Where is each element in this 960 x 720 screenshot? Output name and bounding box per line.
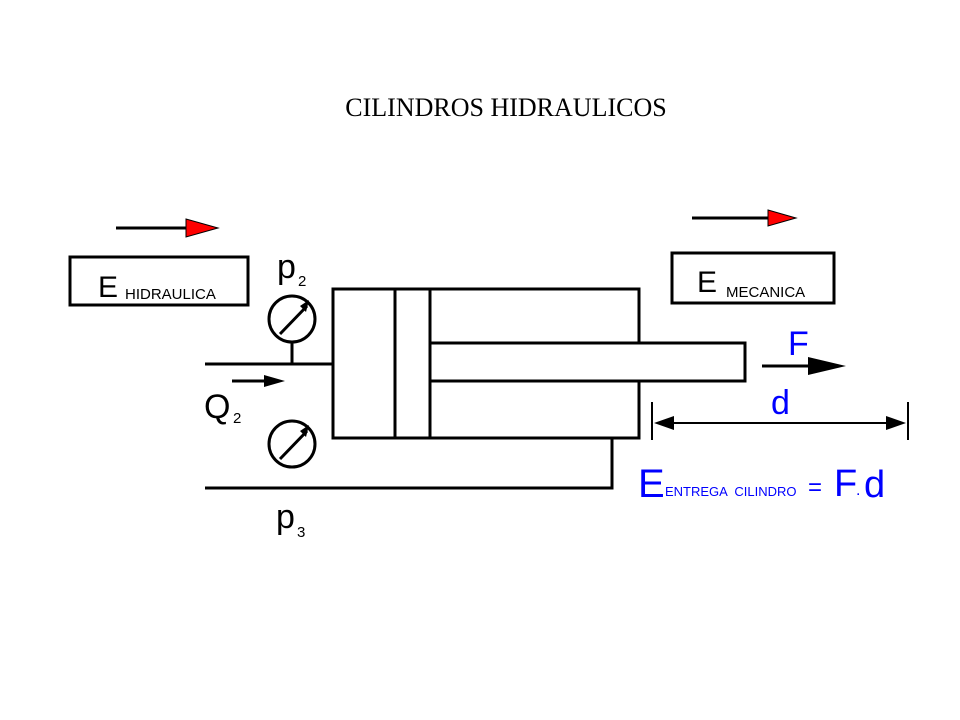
flow-q2-label: Q 2 xyxy=(204,388,241,427)
equation-equals: = xyxy=(808,474,822,501)
hydraulic-energy-box: E HIDRAULICA xyxy=(68,255,250,307)
pressure-p2-label: p 2 xyxy=(277,248,306,290)
distance-label: d xyxy=(771,384,790,422)
pressure-gauge-p3-icon xyxy=(267,419,317,469)
hydraulic-energy-arrow xyxy=(116,218,220,238)
svg-text:2: 2 xyxy=(233,410,241,427)
piston-rod xyxy=(428,341,747,383)
distance-dimension-line xyxy=(651,402,909,440)
flow-arrow-icon xyxy=(232,375,285,387)
equation-energy-subscript: ENTREGA CILINDRO xyxy=(665,484,796,499)
piston xyxy=(393,287,432,440)
equation-dot: . xyxy=(856,482,860,499)
energy-equation: E ENTREGA CILINDRO = F . d xyxy=(638,462,885,506)
return-line xyxy=(205,438,614,490)
mechanical-energy-box: E MECANICA xyxy=(670,251,836,305)
equation-distance: d xyxy=(864,464,885,506)
equation-energy-symbol: E xyxy=(638,462,665,506)
mechanical-energy-subscript: MECANICA xyxy=(726,284,805,301)
force-arrow-icon xyxy=(762,357,846,375)
svg-text:Q: Q xyxy=(204,388,230,426)
svg-text:p: p xyxy=(276,498,295,536)
force-label: F xyxy=(788,325,809,363)
hydraulic-energy-subscript: HIDRAULICA xyxy=(125,286,216,303)
hydraulic-energy-symbol: E xyxy=(98,271,118,304)
mechanical-energy-symbol: E xyxy=(697,266,717,299)
mechanical-energy-arrow xyxy=(692,209,798,227)
svg-text:2: 2 xyxy=(298,273,306,290)
pressure-p3-label: p 3 xyxy=(276,498,305,541)
svg-text:3: 3 xyxy=(297,524,305,541)
pressure-gauge-p2-icon xyxy=(267,294,317,364)
page-title: CILINDROS HIDRAULICOS xyxy=(345,93,666,122)
equation-force: F xyxy=(834,463,857,505)
svg-text:p: p xyxy=(277,248,296,286)
